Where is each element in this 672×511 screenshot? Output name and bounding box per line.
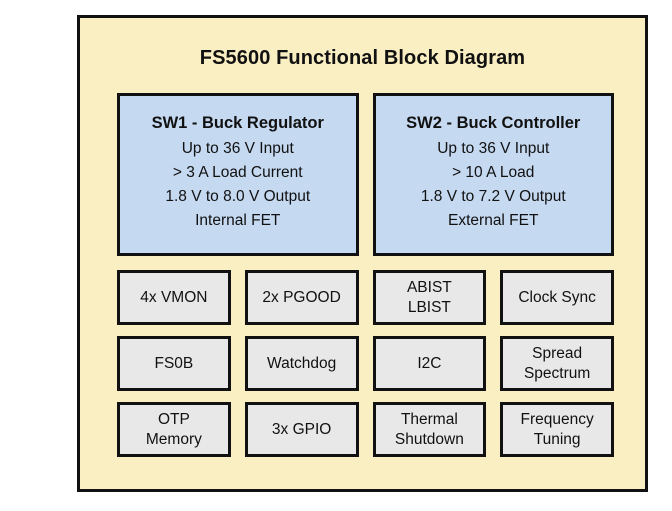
- feature-block-label: Spread: [532, 345, 583, 363]
- feature-block-label: 2x PGOOD: [262, 288, 341, 306]
- switcher-block-sw1-spec: Up to 36 V Input: [181, 139, 294, 157]
- feature-block: 4x VMON: [117, 270, 231, 325]
- switcher-block-sw1: SW1 - Buck Regulator Up to 36 V Input > …: [117, 93, 359, 256]
- switcher-block-sw2-spec: Up to 36 V Input: [437, 139, 550, 157]
- feature-block-label: OTP: [157, 411, 190, 429]
- feature-block-label: Watchdog: [267, 354, 337, 372]
- feature-block-label: I2C: [417, 354, 442, 372]
- feature-block: I2C: [372, 336, 487, 391]
- feature-block-label: 4x VMON: [140, 288, 208, 306]
- switcher-block-sw2-spec: 1.8 V to 7.2 V Output: [420, 188, 566, 205]
- feature-block-label: Frequency: [520, 411, 594, 429]
- switcher-block-sw1-spec: 1.8 V to 8.0 V Output: [165, 188, 311, 205]
- feature-block-label: Clock Sync: [518, 288, 596, 306]
- switcher-block-sw2: SW2 - Buck Controller Up to 36 V Input >…: [372, 93, 614, 256]
- switcher-block-sw1-spec: Internal FET: [195, 212, 281, 230]
- switcher-block-sw2-title: SW2 - Buck Controller: [406, 113, 581, 132]
- switcher-block-sw1-spec: > 3 A Load Current: [172, 163, 303, 181]
- feature-block-label: FS0B: [154, 354, 194, 372]
- feature-block: 3x GPIO: [244, 402, 359, 457]
- feature-block-label: Spectrum: [523, 364, 591, 382]
- switcher-block-sw2-spec: > 10 A Load: [452, 163, 535, 181]
- feature-block: Clock Sync: [500, 270, 614, 325]
- feature-block-label: 3x GPIO: [271, 420, 332, 438]
- feature-block-label: Shutdown: [394, 430, 464, 448]
- feature-block-label: ABIST: [406, 279, 452, 297]
- feature-block: Watchdog: [244, 336, 359, 391]
- diagram-panel: FS5600 Functional Block Diagram SW1 - Bu…: [77, 15, 648, 492]
- feature-block: FS0B: [117, 336, 231, 391]
- feature-block-label: Tuning: [533, 430, 581, 448]
- switcher-block-row: SW1 - Buck Regulator Up to 36 V Input > …: [117, 93, 614, 256]
- switcher-block-sw2-spec: External FET: [448, 212, 539, 230]
- page-title: FS5600 Functional Block Diagram: [199, 47, 526, 69]
- feature-block-label: LBIST: [407, 298, 451, 316]
- switcher-block-sw1-title: SW1 - Buck Regulator: [151, 113, 324, 132]
- feature-block: 2x PGOOD: [244, 270, 359, 325]
- feature-block-label: Thermal: [400, 411, 458, 429]
- feature-block-label: Memory: [145, 430, 202, 448]
